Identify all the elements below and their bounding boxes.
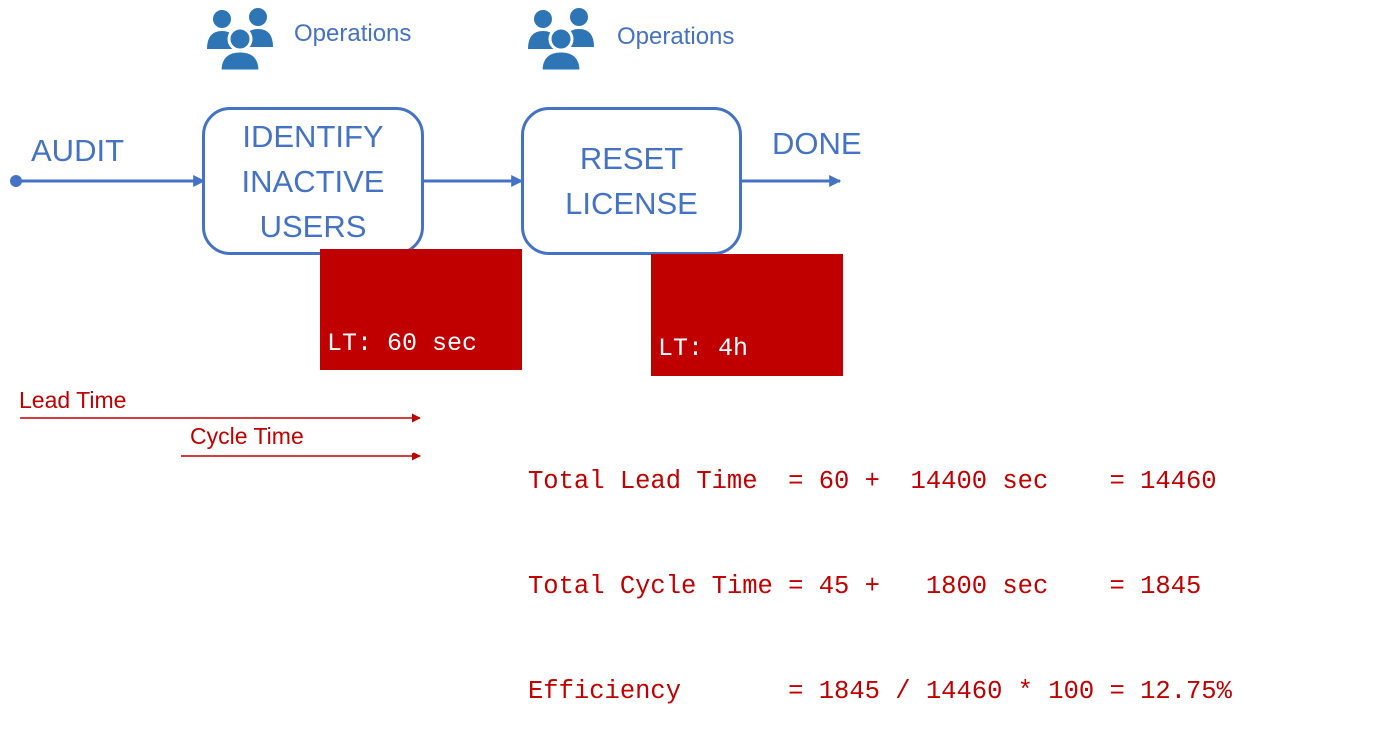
metric-line: CT: 0.5h: [658, 437, 779, 467]
process-line: IDENTIFY: [242, 118, 384, 154]
process-line: LICENSE: [565, 186, 698, 221]
legend-cycle-time: Cycle Time: [190, 423, 304, 449]
metrics-box-reset: LT: 4h CT: 0.5h %E: 6.25%: [651, 254, 843, 570]
legend-lead-time: Lead Time: [19, 387, 127, 413]
summary-line: Efficiency = 1845 / 14460 * 100 = 12.75%: [528, 677, 1232, 706]
role-label-operations-1: Operations: [294, 20, 412, 47]
summary-line: Total Cycle Time = 45 + 1800 sec = 1845: [528, 572, 1202, 601]
process-box-reset-license: RESET LICENSE: [521, 107, 742, 255]
process-box-identify-inactive-users: IDENTIFY INACTIVE USERS: [202, 107, 424, 255]
summary-calculations: Total Lead Time = 60 + 14400 sec = 14460…: [528, 394, 1232, 744]
metric-line: %E: 75%: [327, 536, 433, 565]
process-line: INACTIVE: [241, 163, 385, 199]
metric-line: LT: 60 sec: [327, 329, 478, 358]
process-line: USERS: [259, 208, 367, 244]
process-line: RESET: [579, 141, 684, 176]
metrics-box-identify: LT: 60 sec CT: 45 sec %E: 75%: [320, 249, 522, 565]
role-label-operations-2: Operations: [617, 23, 735, 50]
summary-line: Total Lead Time = 60 + 14400 sec = 14460: [528, 467, 1217, 496]
metric-line: CT: 45 sec: [327, 432, 478, 462]
end-label: DONE: [772, 126, 862, 161]
start-label: AUDIT: [31, 133, 124, 168]
people-group-icon: [207, 8, 273, 71]
people-group-icon: [528, 8, 594, 71]
flow-connectors: [10, 175, 842, 461]
metric-line: LT: 4h: [658, 334, 749, 363]
